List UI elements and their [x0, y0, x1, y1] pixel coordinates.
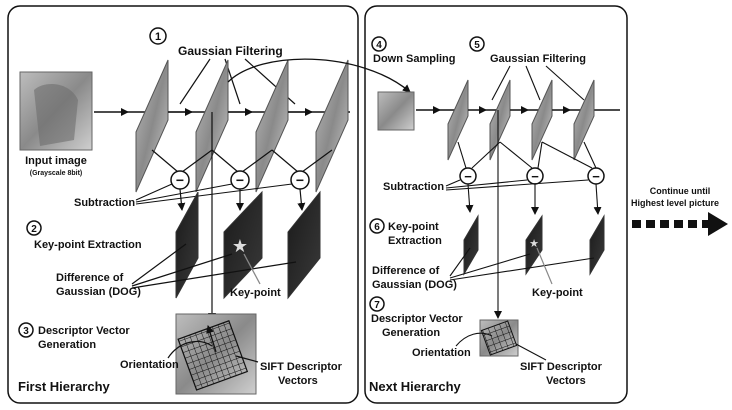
subtract-symbol: − [464, 169, 472, 184]
next-dog-image-1 [463, 214, 479, 276]
continue-label-line2: Highest level picture [631, 198, 719, 208]
next-gaussian-filtering-label: Gaussian Filtering [490, 53, 586, 65]
next-gaussian-image-4 [573, 79, 595, 161]
input-image-sublabel: (Grayscale 8bit) [30, 170, 83, 177]
descriptor-label-line2: Generation [38, 339, 96, 351]
next-subtraction-label: Subtraction [383, 181, 444, 193]
subtract-symbol: − [176, 172, 184, 188]
step-5-number: 5 [474, 40, 480, 51]
subtract-symbol: − [531, 169, 539, 184]
down-sampling-label: Down Sampling [373, 53, 456, 65]
step-6-marker [369, 218, 385, 234]
step-7-number: 7 [374, 300, 380, 311]
keypoint-extraction-label: Key-point Extraction [34, 239, 142, 251]
next-keypoint-extraction-line1: Key-point [388, 221, 439, 233]
step-3-number: 3 [23, 326, 29, 337]
dog-image-1 [175, 191, 199, 299]
subtraction-label: Subtraction [74, 197, 135, 209]
next-sift-line1: SIFT Descriptor [520, 361, 603, 373]
next-descriptor-line1: Descriptor Vector [371, 313, 463, 325]
step-2-number: 2 [31, 224, 37, 235]
continue-dashed-arrow [632, 212, 728, 236]
keypoint-star: ★ [232, 236, 248, 257]
next-hierarchy-panel [364, 5, 628, 404]
step-3-marker [18, 322, 34, 338]
gaussian-image-3 [255, 59, 289, 193]
next-gaussian-image-1 [447, 79, 469, 161]
continue-label-line1: Continue until [650, 186, 711, 196]
orientation-label: Orientation [120, 359, 179, 371]
next-dog-image-2 [525, 214, 543, 276]
subtract-symbol: − [296, 172, 304, 188]
next-sift-line2: Vectors [546, 375, 586, 387]
next-dog-label-line1: Difference of [372, 265, 440, 277]
next-keypoint-star: ★ [529, 237, 539, 250]
step-7-marker [369, 296, 385, 312]
first-hierarchy-title: First Hierarchy [18, 379, 111, 394]
downsampled-image [377, 91, 415, 131]
next-hierarchy-title: Next Hierarchy [369, 379, 462, 394]
next-descriptor-grid [480, 320, 518, 356]
next-keypoint-extraction-line2: Extraction [388, 235, 442, 247]
next-descriptor-line2: Generation [382, 327, 440, 339]
step-2-marker [26, 220, 42, 236]
subtract-symbol: − [592, 169, 600, 184]
sift-label-line1: SIFT Descriptor [260, 361, 343, 373]
dog-label-line2: Gaussian (DOG) [56, 286, 141, 298]
gaussian-image-4 [315, 59, 349, 193]
dog-image-3 [287, 190, 321, 300]
subtract-symbol: − [236, 172, 244, 188]
next-dog-label-line2: Gaussian (DOG) [372, 279, 457, 291]
first-hierarchy-panel [7, 5, 359, 404]
input-image-label: Input image [25, 155, 87, 167]
gaussian-image-1 [135, 59, 169, 193]
step-1-marker [149, 27, 167, 45]
next-gaussian-image-3 [531, 79, 553, 161]
step-6-number: 6 [374, 222, 380, 233]
next-orientation-label: Orientation [412, 347, 471, 359]
descriptor-label-line1: Descriptor Vector [38, 325, 130, 337]
step-4-marker [371, 36, 387, 52]
next-dog-image-3 [589, 214, 605, 276]
next-keypoint-label: Key-point [532, 287, 583, 299]
keypoint-label: Key-point [230, 287, 281, 299]
step-4-number: 4 [376, 40, 382, 51]
next-gaussian-image-2 [489, 79, 511, 161]
dog-label-line1: Difference of [56, 272, 124, 284]
step-1-number: 1 [155, 31, 161, 43]
sift-label-line2: Vectors [278, 375, 318, 387]
gaussian-filtering-label: Gaussian Filtering [178, 44, 283, 58]
step-5-marker [469, 36, 485, 52]
descriptor-grid [177, 320, 249, 391]
